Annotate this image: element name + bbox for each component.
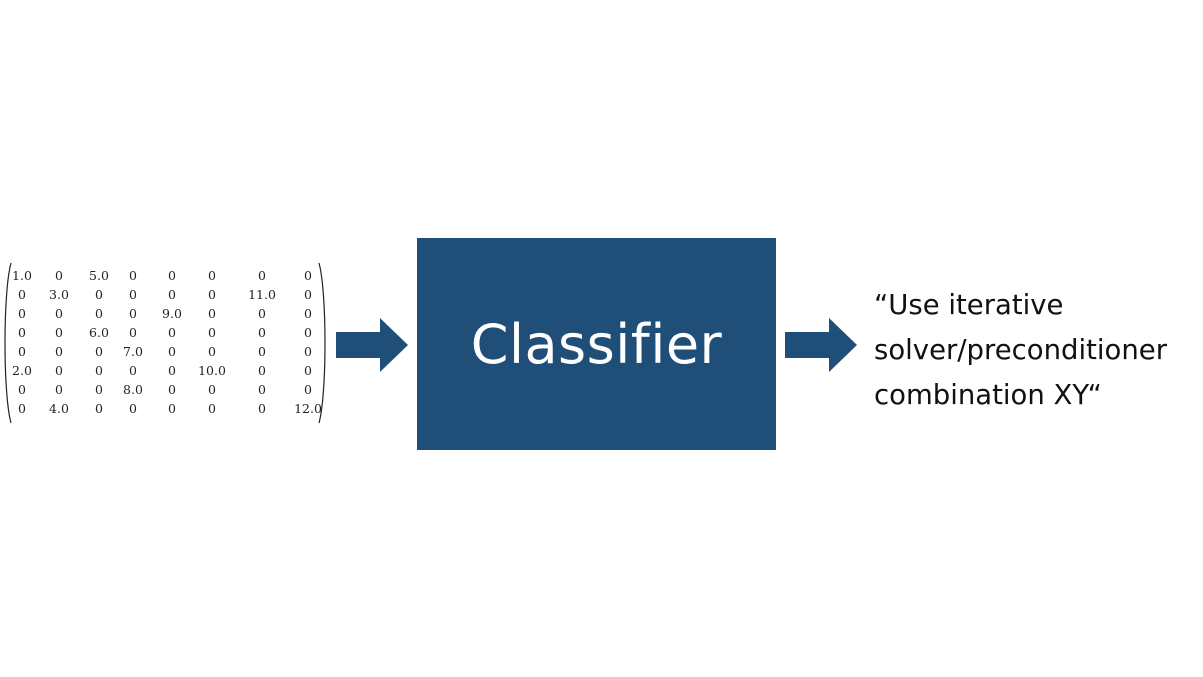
input-matrix: 1.0 0 5.0 0 0 0 0 0 0 3.0 0 0 0 0 11.0 0 0 0 0 0 9.0 0 0 0 0 0 6.0…	[2, 262, 328, 424]
matrix-cell: 0	[304, 325, 312, 340]
matrix-cell: 0	[168, 268, 176, 283]
matrix-cell: 0	[168, 363, 176, 378]
matrix-cell: 0	[129, 401, 137, 416]
matrix-cell: 11.0	[248, 287, 276, 302]
matrix-cell: 10.0	[198, 363, 226, 378]
right-parenthesis	[318, 262, 326, 424]
right-arrow-icon	[785, 318, 857, 372]
right-arrow-icon	[336, 318, 408, 372]
matrix-cell: 0	[95, 363, 103, 378]
matrix-cell: 0	[208, 401, 216, 416]
matrix-cell: 0	[55, 306, 63, 321]
matrix-cell: 2.0	[12, 363, 32, 378]
matrix-cell: 0	[95, 287, 103, 302]
matrix-cell: 0	[18, 287, 26, 302]
matrix-cell: 0	[258, 363, 266, 378]
matrix-cell: 0	[18, 382, 26, 397]
matrix-cell: 0	[208, 268, 216, 283]
matrix-cell: 0	[168, 287, 176, 302]
left-parenthesis	[4, 262, 12, 424]
classifier-label: Classifier	[470, 312, 723, 376]
matrix-cell: 3.0	[49, 287, 69, 302]
matrix-cell: 4.0	[49, 401, 69, 416]
matrix-cell: 0	[304, 306, 312, 321]
matrix-cell: 0	[55, 382, 63, 397]
matrix-cell: 0	[55, 363, 63, 378]
matrix-cell: 5.0	[89, 268, 109, 283]
matrix-cell: 0	[258, 325, 266, 340]
output-line: combination XY“	[874, 379, 1102, 411]
matrix-cell: 0	[129, 268, 137, 283]
output-line: “Use iterative	[874, 289, 1064, 321]
matrix-cell: 0	[208, 382, 216, 397]
matrix-cell: 1.0	[12, 268, 32, 283]
matrix-cell: 0	[95, 382, 103, 397]
matrix-cell: 0	[129, 363, 137, 378]
matrix-cell: 0	[258, 382, 266, 397]
matrix-cell: 0	[258, 344, 266, 359]
matrix-cell: 0	[208, 344, 216, 359]
matrix-cell: 9.0	[162, 306, 182, 321]
matrix-cell: 0	[168, 325, 176, 340]
matrix-cell: 0	[55, 325, 63, 340]
matrix-cell: 0	[258, 268, 266, 283]
matrix-cell: 6.0	[89, 325, 109, 340]
matrix-cell: 0	[18, 306, 26, 321]
matrix-cell: 0	[55, 344, 63, 359]
matrix-cell: 0	[208, 306, 216, 321]
matrix-cell: 0	[304, 382, 312, 397]
matrix-cell: 0	[168, 401, 176, 416]
matrix-cell: 0	[208, 287, 216, 302]
matrix-cell: 0	[304, 363, 312, 378]
matrix-cell: 7.0	[123, 344, 143, 359]
matrix-cell: 0	[55, 268, 63, 283]
matrix-cell: 0	[168, 382, 176, 397]
matrix-cell: 0	[304, 287, 312, 302]
matrix-cell: 0	[168, 344, 176, 359]
matrix-cell: 0	[95, 344, 103, 359]
matrix-cell: 0	[304, 344, 312, 359]
matrix-cell: 0	[18, 325, 26, 340]
matrix-cell: 0	[208, 325, 216, 340]
matrix-cell: 0	[18, 401, 26, 416]
matrix-cell: 0	[95, 306, 103, 321]
matrix-cell: 0	[304, 268, 312, 283]
classifier-box: Classifier	[417, 238, 776, 450]
output-line: solver/preconditioner	[874, 334, 1168, 366]
matrix-grid: 1.0 0 5.0 0 0 0 0 0 0 3.0 0 0 0 0 11.0 0 0 0 0 0 9.0 0 0 0 0 0 6.0…	[10, 266, 324, 418]
matrix-cell: 0	[258, 306, 266, 321]
matrix-cell: 0	[258, 401, 266, 416]
matrix-cell: 0	[129, 287, 137, 302]
matrix-cell: 0	[95, 401, 103, 416]
output-text: “Use iterative solver/preconditioner com…	[874, 283, 1200, 418]
matrix-cell: 0	[129, 306, 137, 321]
matrix-cell: 8.0	[123, 382, 143, 397]
matrix-cell: 0	[18, 344, 26, 359]
matrix-cell: 0	[129, 325, 137, 340]
matrix-cell: 12.0	[294, 401, 322, 416]
